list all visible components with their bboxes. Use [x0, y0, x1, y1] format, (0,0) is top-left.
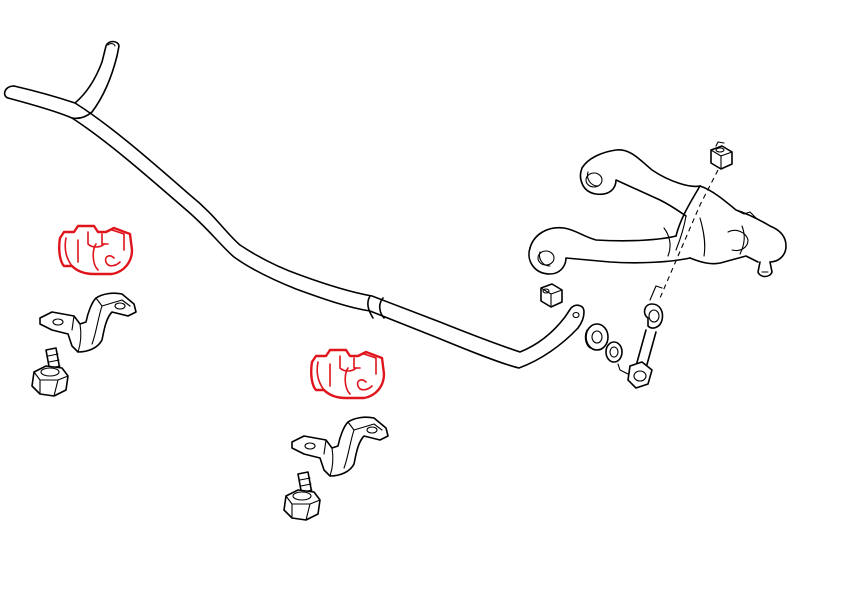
stabilizer-bar [3, 40, 585, 369]
bolt-left [31, 347, 69, 397]
end-link [617, 285, 664, 389]
bracket-center [291, 416, 389, 477]
bushing-center [310, 348, 386, 400]
bracket-left [39, 292, 137, 353]
link-nut-bar [540, 283, 563, 308]
link-washer [605, 341, 623, 363]
control-arm [528, 149, 787, 278]
link-nut-top [710, 141, 733, 170]
assembly-axis-line [659, 169, 719, 299]
bushing-left [58, 224, 134, 276]
bolt-center [283, 471, 321, 521]
link-cushion [584, 323, 609, 351]
